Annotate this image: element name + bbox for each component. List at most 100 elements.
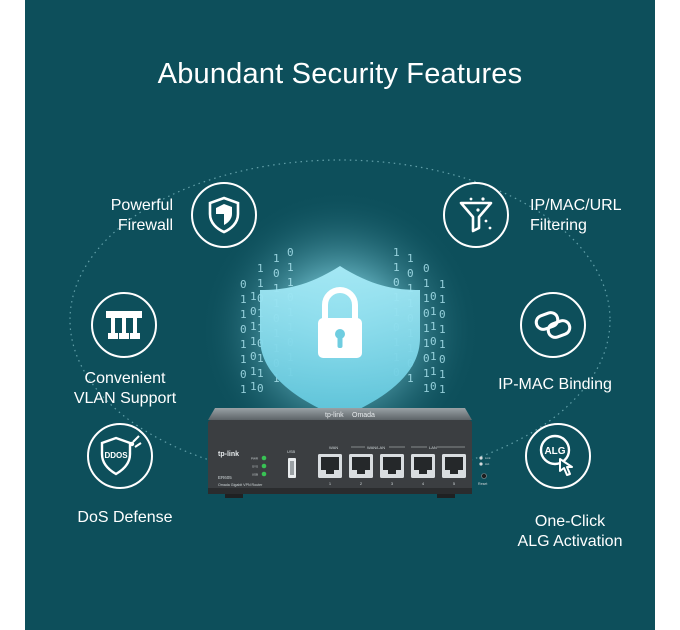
binary-digit: 1 xyxy=(287,276,294,289)
reset-label: Reset xyxy=(478,482,487,486)
binary-digit: 1 xyxy=(240,308,247,321)
firewall-feature-icon xyxy=(191,182,257,248)
binary-digit: 0 xyxy=(287,246,294,259)
binary-digit: 1 xyxy=(250,365,257,378)
binary-digit: 1 xyxy=(407,282,414,295)
binary-digit: 0 xyxy=(393,276,400,289)
ddos-shield-icon: DDOS xyxy=(100,435,142,476)
binary-digit: 1 xyxy=(240,293,247,306)
funnel-icon xyxy=(459,197,493,233)
chain-link-icon xyxy=(534,311,572,339)
port-number-5: 5 xyxy=(453,481,456,486)
dos-label: DoS Defense xyxy=(77,509,173,526)
binding-label: IP-MAC Binding xyxy=(498,376,612,393)
led-label-sys: SYS xyxy=(252,465,258,469)
binary-digit: 0 xyxy=(250,305,257,318)
router-top-brand: tp-link xyxy=(325,412,344,419)
binary-digit: 1 xyxy=(257,277,264,290)
binary-digit: 1 xyxy=(273,372,280,385)
router-subtitle: Omada Gigabit VPN Router xyxy=(218,483,263,487)
router-model: ER605 xyxy=(218,475,232,480)
binary-digit: 1 xyxy=(257,352,264,365)
usb-label: USB xyxy=(287,449,296,454)
binary-digit: 1 xyxy=(393,261,400,274)
led-pwr xyxy=(261,455,267,461)
binary-digit: 0 xyxy=(273,267,280,280)
feature-banner: 0110110111011011010110110101101101111011… xyxy=(25,0,655,630)
router-front-brand: tp-link xyxy=(218,451,239,458)
binary-digit: 0 xyxy=(240,323,247,336)
ethernet-ports: 1 2 3 4 5 xyxy=(318,454,466,486)
binary-digit: 1 xyxy=(439,293,446,306)
binary-digit: 1 xyxy=(250,320,257,333)
binary-digit: 1 xyxy=(273,282,280,295)
binary-digit: 1 xyxy=(423,337,430,350)
led-label-usb: USB xyxy=(252,473,258,477)
status-leds: PWR SYS USB xyxy=(251,455,267,477)
filtering-feature-icon xyxy=(443,182,509,248)
lan-label: LAN xyxy=(429,445,437,450)
orbit-ring xyxy=(69,159,611,481)
port-number-4: 4 xyxy=(422,481,425,486)
reset-button xyxy=(481,473,487,479)
binary-digit: 1 xyxy=(407,372,414,385)
vlan-feature-icon xyxy=(91,292,157,358)
binary-digit: 0 xyxy=(423,262,430,275)
binary-digit: 1 xyxy=(257,262,264,275)
binding-feature-icon xyxy=(520,292,586,358)
binary-digit: 1 xyxy=(240,338,247,351)
binary-digit: 0 xyxy=(257,382,264,395)
ethernet-port-3: 3 xyxy=(380,454,404,486)
binary-digit: 1 xyxy=(250,380,257,393)
led-sys xyxy=(261,463,267,469)
port-number-2: 2 xyxy=(360,481,363,486)
binary-digit: 0 xyxy=(240,278,247,291)
wan-label: WAN xyxy=(329,445,338,450)
alg-label: One-Click ALG Activation xyxy=(517,513,623,550)
port-number-3: 3 xyxy=(391,481,394,486)
binary-digit: 1 xyxy=(423,322,430,335)
ethernet-port-2: 2 xyxy=(349,454,373,486)
binary-digit: 1 xyxy=(257,367,264,380)
binary-digit: 1 xyxy=(439,338,446,351)
binary-digit: 1 xyxy=(439,368,446,381)
binary-digit: 1 xyxy=(423,277,430,290)
act-led-label: Act xyxy=(485,462,490,466)
vlan-label: Convenient VLAN Support xyxy=(73,370,177,407)
network-icon xyxy=(106,311,142,339)
binary-digit: 1 xyxy=(393,246,400,259)
binary-digit: 0 xyxy=(240,368,247,381)
router-device: tp-link Omada tp-link ER605 Omada Gigabi… xyxy=(208,408,491,498)
binary-digit: 1 xyxy=(250,290,257,303)
filtering-label: IP/MAC/URL Filtering xyxy=(530,197,622,234)
alg-badge: ALG xyxy=(544,446,565,457)
binary-digit: 0 xyxy=(250,350,257,363)
binary-digit: 1 xyxy=(423,292,430,305)
shield-icon xyxy=(208,196,240,234)
binary-digit: 1 xyxy=(423,382,430,395)
binary-digit: 1 xyxy=(287,261,294,274)
binary-digit: 1 xyxy=(430,305,437,318)
ethernet-port-5: 5 xyxy=(442,454,466,486)
dos-feature-icon: DDOS xyxy=(87,423,153,489)
binary-digit: 1 xyxy=(439,323,446,336)
binary-digit: 1 xyxy=(273,252,280,265)
binary-digit: 1 xyxy=(439,278,446,291)
link-led-label: Link xyxy=(485,456,491,460)
padlock-icon xyxy=(318,287,362,358)
alg-feature-icon: ALG xyxy=(525,423,591,489)
wan-lan-label: WAN/LAN xyxy=(367,445,385,450)
binary-digit: 1 xyxy=(430,320,437,333)
binary-digit: 1 xyxy=(423,367,430,380)
binary-digit: 0 xyxy=(407,267,414,280)
ethernet-port-1: 1 xyxy=(318,454,342,486)
binary-digit: 0 xyxy=(423,307,430,320)
binary-digit: 0 xyxy=(439,308,446,321)
binary-digit: 1 xyxy=(240,353,247,366)
led-label-pwr: PWR xyxy=(251,457,259,461)
ddos-badge: DDOS xyxy=(104,451,128,460)
port-number-1: 1 xyxy=(329,481,332,486)
binary-digit: 0 xyxy=(430,335,437,348)
led-usb xyxy=(261,471,267,477)
central-illustration: 0110110111011011010110110101101101111011… xyxy=(69,159,611,498)
